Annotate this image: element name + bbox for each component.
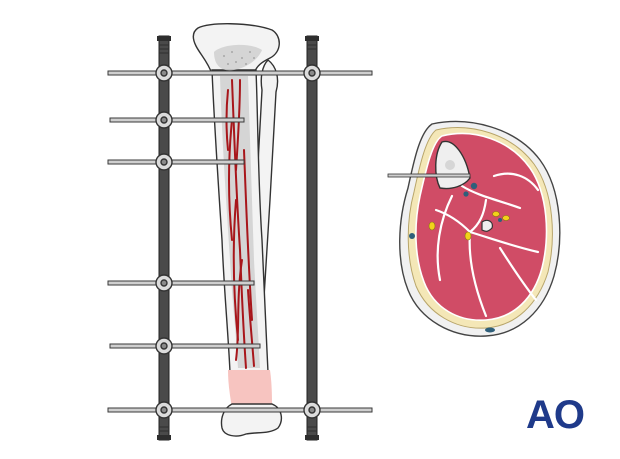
distal-segment xyxy=(228,370,272,408)
cross-section-pin xyxy=(387,173,471,178)
fibula-cross-section xyxy=(481,219,493,232)
right-frame-rod xyxy=(305,35,319,441)
tibia-bone-icon xyxy=(192,23,283,437)
clamp xyxy=(155,153,173,171)
clamp xyxy=(155,337,173,355)
clamp xyxy=(303,401,321,419)
clamp xyxy=(155,401,173,419)
pin-5 xyxy=(109,343,261,349)
artery-network xyxy=(225,79,255,369)
pin-3 xyxy=(107,159,245,165)
clamp xyxy=(155,111,173,129)
clamp xyxy=(155,64,173,82)
pin-4 xyxy=(107,280,255,286)
neurovascular-bundles xyxy=(409,182,510,333)
clamp xyxy=(155,274,173,292)
pin-6 xyxy=(107,407,373,413)
pin-2 xyxy=(109,117,245,123)
leg-cross-section-icon xyxy=(387,120,561,337)
ao-logo: AO xyxy=(526,393,585,437)
fixation-pins xyxy=(107,70,373,413)
pin-1 xyxy=(107,70,373,76)
left-frame-rod xyxy=(157,35,171,441)
pin-clamps xyxy=(155,64,321,419)
clamp xyxy=(303,64,321,82)
